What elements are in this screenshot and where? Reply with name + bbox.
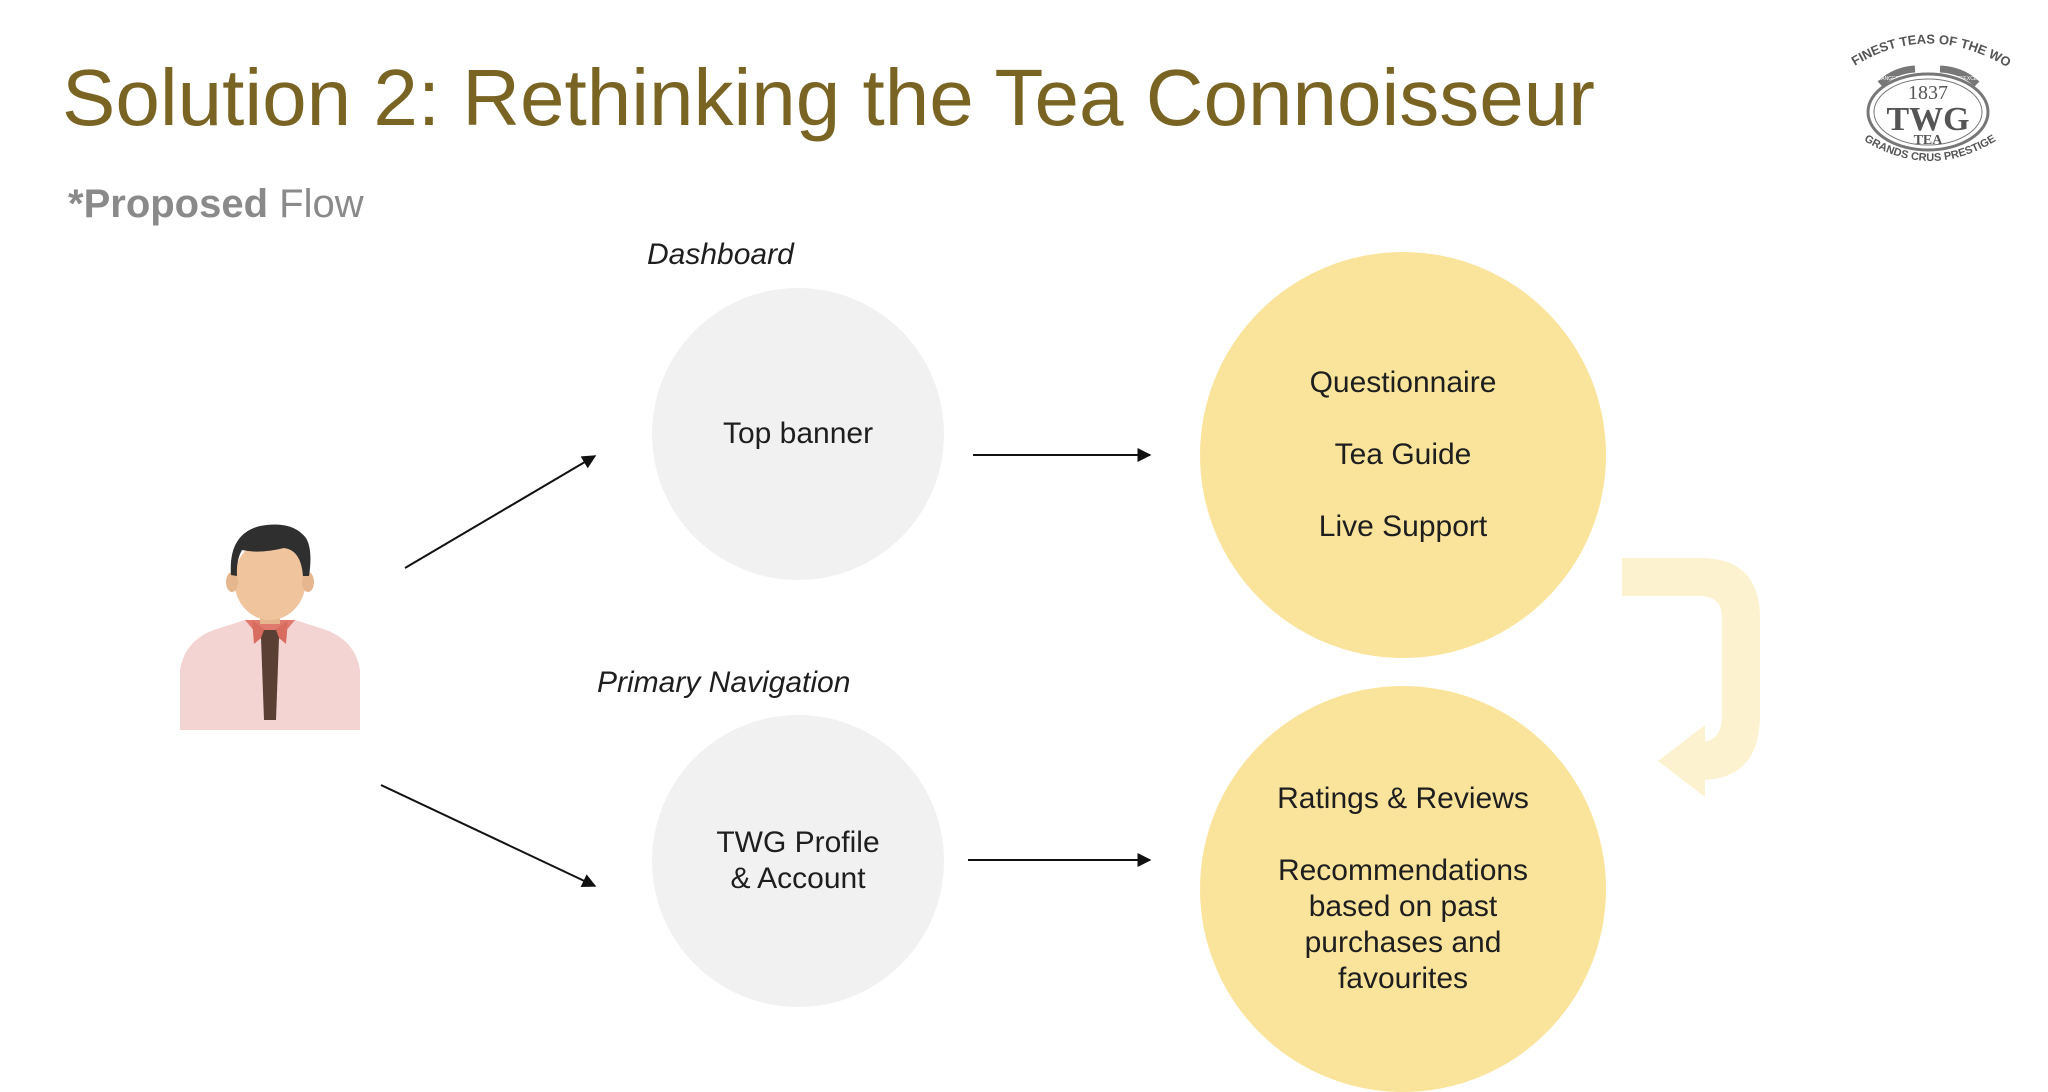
ratings-reviews-label: Ratings & Reviews bbox=[1277, 782, 1529, 815]
recommendations-line-3: purchases and bbox=[1304, 926, 1502, 959]
primary-navigation-label: Primary Navigation bbox=[597, 666, 851, 699]
questionnaire-label: Questionnaire bbox=[1309, 366, 1497, 399]
recommendations-line-4: favourites bbox=[1337, 962, 1469, 995]
recommendations-line-2: based on past bbox=[1308, 890, 1498, 923]
logo-year: 1837 bbox=[1908, 82, 1948, 104]
personalization-node: Ratings & Reviews Recommendations based … bbox=[1200, 686, 1606, 1092]
top-banner-node: Top banner bbox=[652, 288, 944, 580]
loop-arrow-icon bbox=[1622, 558, 1760, 797]
live-support-label: Live Support bbox=[1318, 510, 1488, 543]
support-options-node: Questionnaire Tea Guide Live Support bbox=[1200, 252, 1606, 658]
profile-line-2: & Account bbox=[730, 862, 866, 895]
logo-brand: TWG bbox=[1886, 101, 1969, 138]
top-banner-label: Top banner bbox=[722, 417, 874, 450]
twg-logo-icon: THE FINEST TEAS OF THE WORLD MELANGES EX… bbox=[1835, 22, 2014, 164]
subtitle: *Proposed Flow bbox=[68, 182, 364, 227]
tea-guide-label: Tea Guide bbox=[1334, 438, 1472, 471]
page-title: Solution 2: Rethinking the Tea Connoisse… bbox=[62, 53, 1595, 142]
dashboard-label: Dashboard bbox=[647, 238, 794, 271]
logo-tea: TEA bbox=[1914, 133, 1944, 148]
profile-node: TWG Profile & Account bbox=[652, 715, 944, 1007]
user-avatar-icon bbox=[180, 524, 360, 730]
recommendations-line-1: Recommendations bbox=[1277, 854, 1529, 887]
profile-line-1: TWG Profile bbox=[716, 826, 880, 859]
subtitle-suffix: Flow bbox=[268, 182, 364, 226]
arrow-user-to-top-banner bbox=[404, 455, 597, 569]
arrow-user-to-profile bbox=[380, 784, 597, 887]
subtitle-prefix: *Proposed bbox=[68, 182, 269, 226]
